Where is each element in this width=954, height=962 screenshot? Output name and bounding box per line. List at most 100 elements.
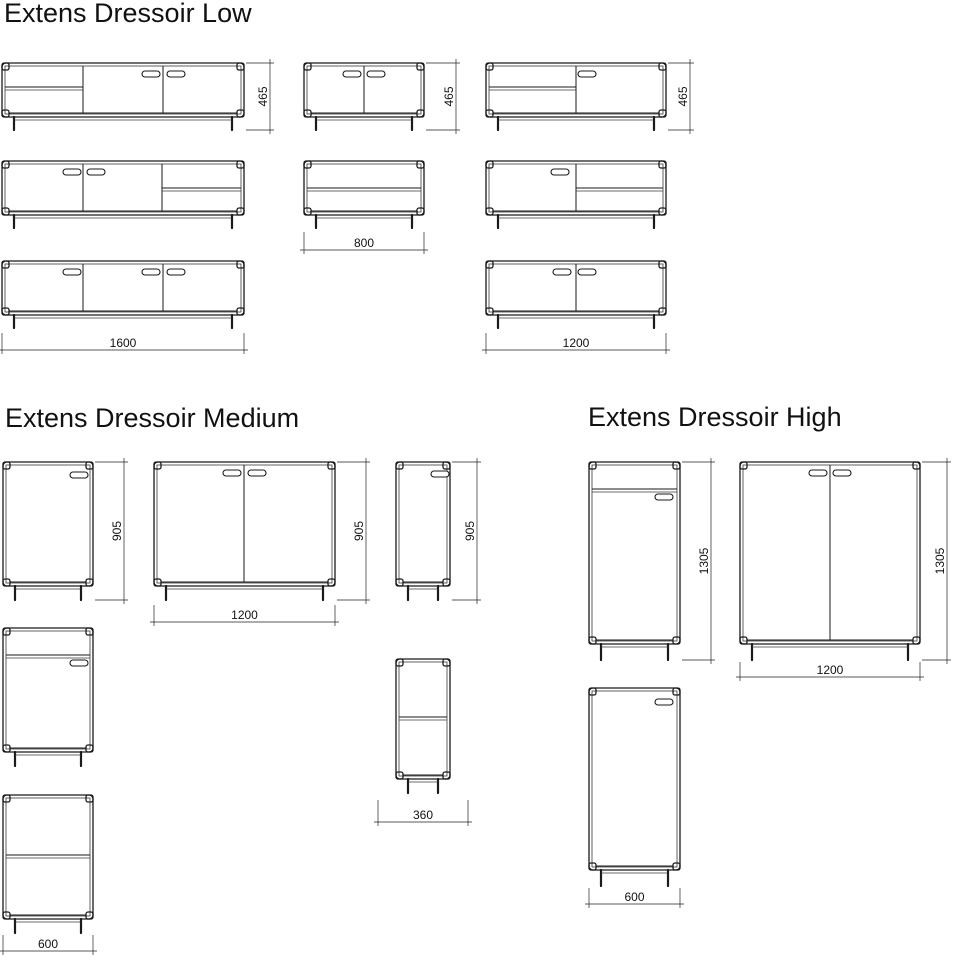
door-handle — [577, 268, 597, 276]
corner-block — [588, 461, 597, 470]
cabinet-frame — [1, 160, 245, 216]
dimension-label: 1600 — [110, 336, 137, 350]
corner-block — [1, 160, 10, 169]
dim-low-height-b: 465 — [426, 59, 460, 134]
corner-block — [2, 794, 11, 803]
dim-medium-width-600: 600 — [0, 935, 97, 955]
corner-block — [672, 687, 681, 696]
corner-block — [327, 461, 336, 470]
dimension-label: 1200 — [563, 336, 590, 350]
corner-block — [236, 62, 245, 71]
corner-block — [2, 461, 11, 470]
door-handle — [166, 268, 186, 276]
door-handle — [366, 70, 386, 78]
door-handle — [832, 469, 852, 477]
door-handle — [247, 469, 267, 477]
cabinet-frame — [485, 160, 667, 216]
door-handle — [654, 493, 674, 501]
dim-low-width-1200: 1200 — [482, 333, 670, 354]
dim-medium-height-b: 905 — [337, 458, 370, 604]
dimension-label: 465 — [256, 86, 270, 106]
door-handle — [577, 70, 597, 78]
dim-medium-height-a: 905 — [95, 458, 128, 604]
cabinet-inner — [398, 661, 448, 777]
section-title-high: Extens Dressoir High — [588, 402, 842, 432]
low-800-b — [303, 160, 425, 230]
high-600-a — [588, 461, 681, 662]
low-1200-a — [485, 62, 667, 132]
high-1200 — [739, 461, 921, 662]
door-handle — [222, 469, 242, 477]
dim-high-height-b: 1305 — [922, 458, 951, 664]
cabinet-inner — [591, 464, 678, 642]
low-1600-b — [1, 160, 245, 230]
cabinet-frame — [2, 627, 94, 753]
dim-low-width-1600: 1600 — [0, 333, 248, 354]
corner-block — [658, 62, 667, 71]
dim-high-height-a: 1305 — [682, 458, 715, 664]
corner-block — [442, 461, 451, 470]
dimension-label: 1200 — [231, 608, 258, 622]
cabinet-frame — [303, 62, 425, 118]
corner-block — [658, 260, 667, 269]
low-1200-c — [485, 260, 667, 330]
cabinet-inner — [4, 263, 242, 313]
dimension-label: 360 — [413, 808, 433, 822]
cabinet-frame — [485, 62, 667, 118]
high-600-b — [588, 687, 681, 888]
corner-block — [1, 62, 10, 71]
low-800-a — [303, 62, 425, 132]
corner-block — [236, 160, 245, 169]
cabinet-frame — [2, 794, 94, 920]
corner-block — [85, 627, 94, 636]
dim-medium-width-1200: 1200 — [150, 605, 339, 626]
dim-low-width-800: 800 — [300, 232, 428, 254]
cabinet-inner — [5, 797, 91, 917]
corner-block — [303, 62, 312, 71]
corner-block — [672, 461, 681, 470]
cabinet-frame — [303, 160, 425, 216]
cabinet-frame — [1, 260, 245, 316]
dimension-label: 1305 — [933, 547, 947, 574]
medium-360-b — [395, 658, 451, 795]
cabinet-inner — [5, 630, 91, 750]
corner-block — [1, 260, 10, 269]
dim-high-width-1200: 1200 — [736, 662, 924, 681]
door-handle — [62, 268, 82, 276]
cabinet-frame — [588, 461, 681, 645]
door-handle — [69, 471, 89, 479]
door-handle — [86, 168, 106, 176]
door-handle — [141, 268, 161, 276]
door-handle — [342, 70, 362, 78]
door-handle — [69, 659, 89, 667]
corner-block — [2, 627, 11, 636]
dimension-label: 905 — [463, 521, 477, 541]
dim-medium-width-360: 360 — [374, 800, 472, 826]
corner-block — [416, 160, 425, 169]
corner-block — [485, 260, 494, 269]
corner-block — [395, 461, 404, 470]
cabinet-frame — [2, 461, 94, 587]
medium-1200 — [153, 461, 336, 602]
section-title-low: Extens Dressoir Low — [4, 0, 252, 28]
medium-600-a — [2, 461, 94, 602]
dim-medium-height-c: 905 — [452, 458, 481, 604]
dimension-label: 465 — [676, 86, 690, 106]
cabinet-frame — [153, 461, 336, 587]
door-handle — [62, 168, 82, 176]
low-1600-c — [1, 260, 245, 330]
door-handle — [141, 70, 161, 78]
corner-block — [442, 658, 451, 667]
corner-block — [912, 461, 921, 470]
cabinet-frame — [395, 461, 451, 587]
dim-low-height-c: 465 — [668, 59, 694, 134]
door-handle — [654, 698, 674, 706]
section-title-medium: Extens Dressoir Medium — [5, 403, 300, 433]
cabinet-inner — [398, 464, 448, 584]
cabinet-frame — [588, 687, 681, 871]
corner-block — [236, 260, 245, 269]
low-1200-b — [485, 160, 667, 230]
door-handle — [552, 268, 572, 276]
medium-600-b — [2, 627, 94, 768]
